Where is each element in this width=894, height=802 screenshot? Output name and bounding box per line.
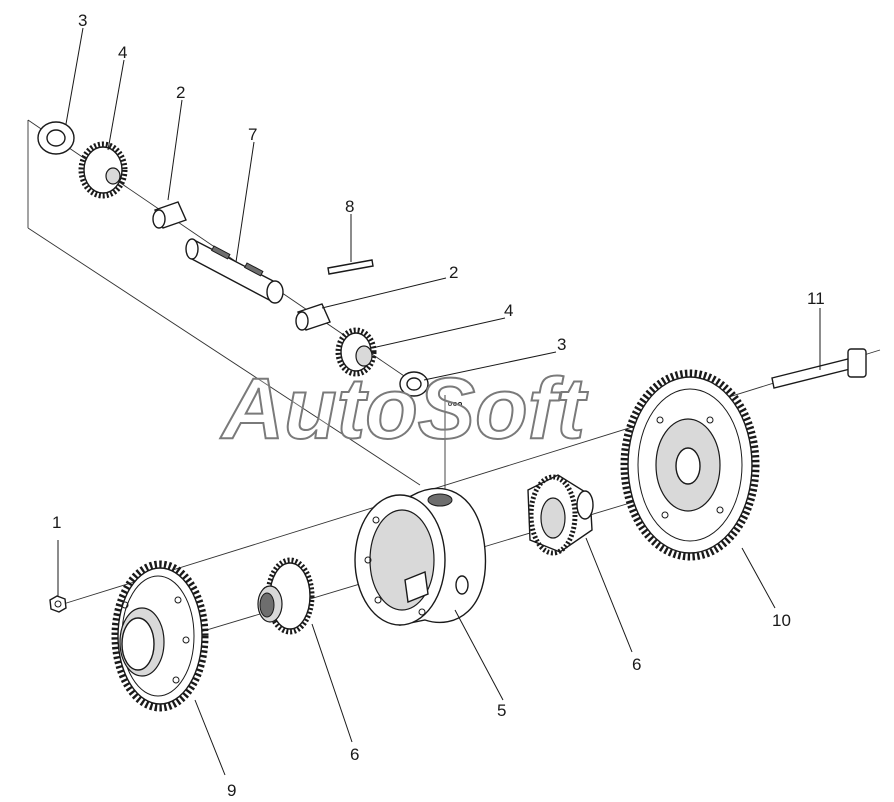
callout-3-top: 3 xyxy=(78,11,87,30)
cross-shaft-part-7 xyxy=(185,238,284,304)
callout-11: 11 xyxy=(807,289,825,308)
nut-part-1 xyxy=(49,595,67,613)
small-hole-marks xyxy=(448,402,462,406)
lock-pin-part-8 xyxy=(327,259,374,275)
watermark: AutoSoft xyxy=(220,361,588,457)
pinion-gear-part-4-top xyxy=(78,141,128,199)
callout-2-top: 2 xyxy=(176,83,185,102)
callout-6-left: 6 xyxy=(350,745,359,764)
spur-gear-part-9 xyxy=(111,560,209,712)
callout-labels: 3 4 2 7 8 2 4 3 11 1 10 6 5 6 9 xyxy=(52,11,825,800)
callout-2-mid: 2 xyxy=(449,263,458,282)
bevel-gear-part-6-right xyxy=(527,474,594,556)
bevel-gear-part-6-left xyxy=(257,557,315,635)
callout-1: 1 xyxy=(52,513,61,532)
differential-case-part-5 xyxy=(354,487,487,626)
callout-3-mid: 3 xyxy=(557,335,566,354)
bushing-part-2-mid xyxy=(295,303,331,331)
callout-5: 5 xyxy=(497,701,506,720)
callout-8: 8 xyxy=(345,197,354,216)
callout-9: 9 xyxy=(227,781,236,800)
bushing-part-2-top xyxy=(152,201,187,229)
pinion-gear-part-4-mid xyxy=(335,327,377,377)
ring-gear-part-10 xyxy=(620,369,760,561)
callout-4-top: 4 xyxy=(118,43,127,62)
callout-4-mid: 4 xyxy=(504,301,513,320)
bolt-part-11 xyxy=(771,348,867,389)
callout-7: 7 xyxy=(248,125,257,144)
callout-6-right: 6 xyxy=(632,655,641,674)
leader-lines xyxy=(57,27,821,776)
callout-10: 10 xyxy=(772,611,791,630)
washer-part-3-mid xyxy=(399,371,429,397)
washer-part-3-top xyxy=(37,121,75,155)
